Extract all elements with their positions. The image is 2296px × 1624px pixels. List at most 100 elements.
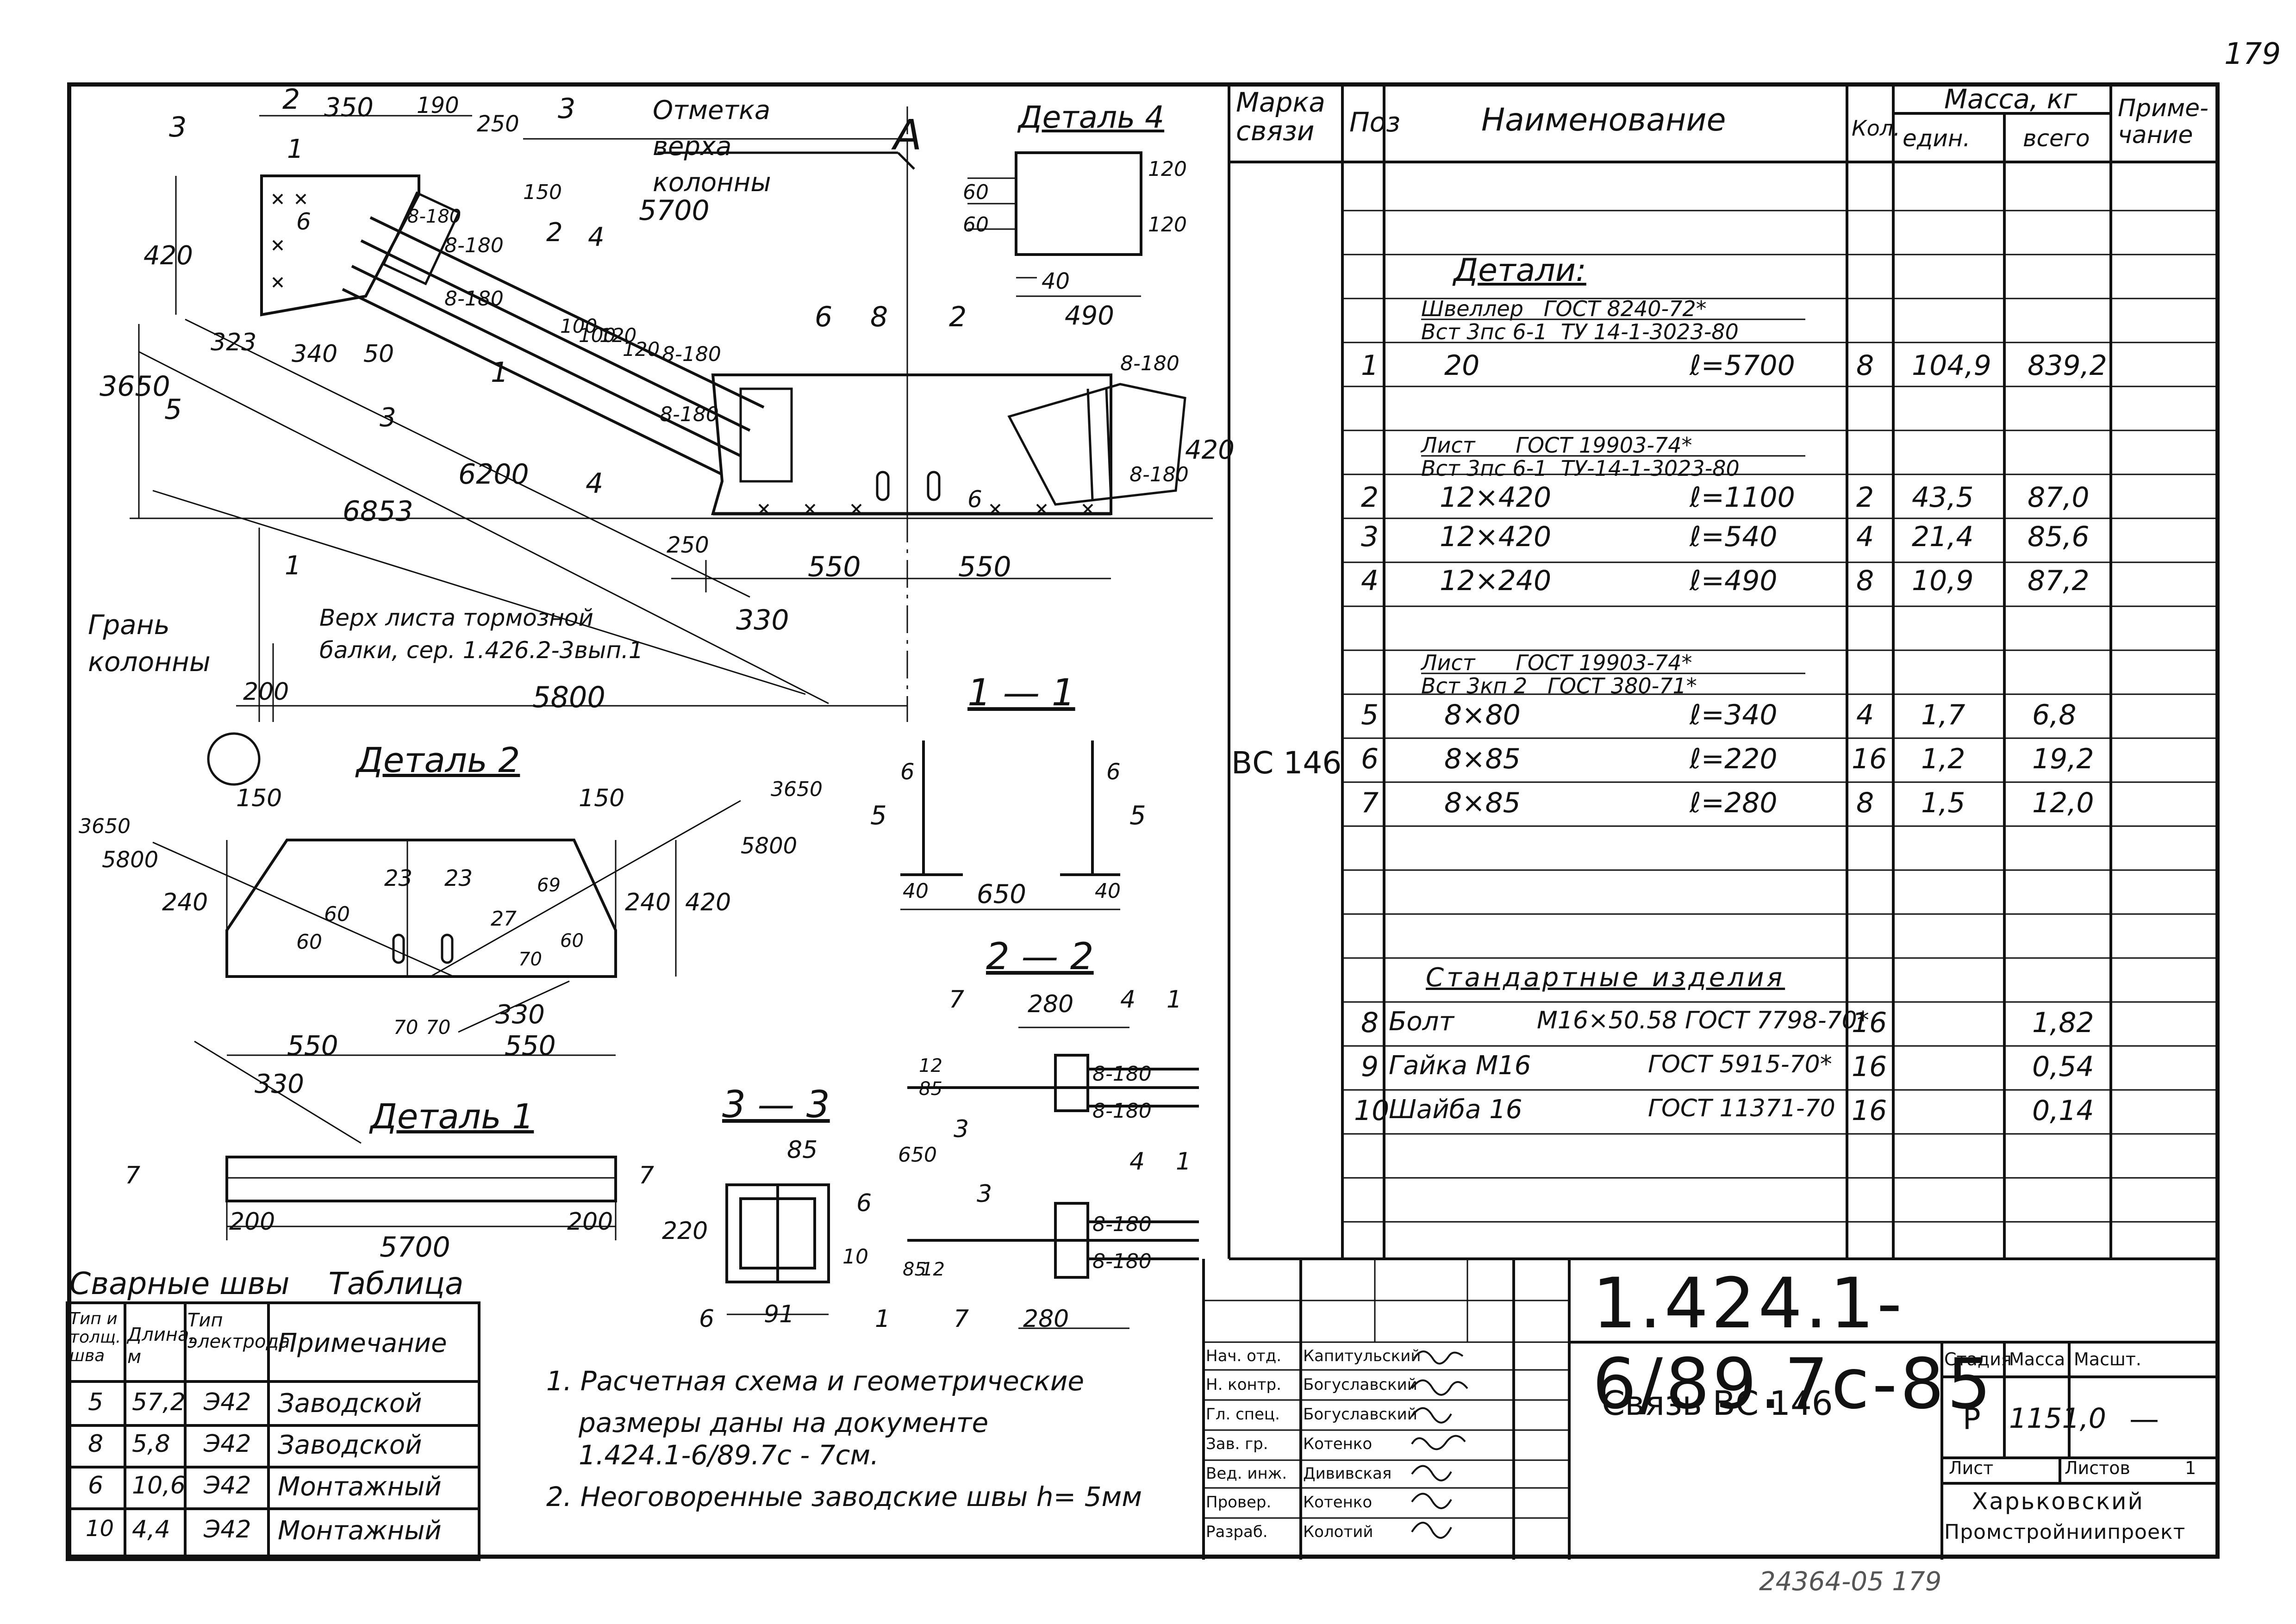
spec-pos: 9: [1361, 1051, 1379, 1083]
spec-pos: 6: [1361, 743, 1379, 775]
weld-label: 8-180: [1092, 1062, 1152, 1086]
dim-100: 100: [560, 315, 598, 337]
role-name: Богуславский: [1303, 1405, 1417, 1424]
mass-label: Масса: [2009, 1349, 2065, 1369]
spec-name: 12×420: [1440, 521, 1552, 553]
spec-pos: 8: [1361, 1007, 1379, 1039]
section-cut-mark: 2: [546, 218, 563, 248]
weld-length: 5,8: [132, 1430, 170, 1458]
dim-label: 150: [579, 784, 625, 812]
spec-total-mass: 87,0: [2028, 481, 2090, 514]
dim-5700: 5700: [639, 194, 710, 227]
spec-header-mass: Масса, кг: [1944, 83, 2078, 115]
spec-length: ГОСТ 5915-70*: [1648, 1051, 1832, 1078]
section-cut-mark: 3: [558, 93, 576, 125]
section-cut-mark: 1: [285, 551, 301, 581]
title-block-grid: [1202, 1259, 2220, 1560]
dim-120b: 120: [623, 338, 660, 361]
pos-mark: 3: [169, 111, 187, 143]
spec-length: М16×50.58 ГОСТ 7798-70*: [1537, 1007, 1869, 1034]
title-block-rows: [1204, 1259, 1569, 1519]
pos-mark: 1: [1176, 1148, 1192, 1176]
pos-mark: 6: [699, 1305, 715, 1333]
spec-group-line: Лист ГОСТ 19903-74*: [1421, 433, 1692, 458]
dim-label: 60: [963, 213, 989, 236]
spec-table-grid: [1228, 82, 2220, 1260]
pos-mark: 4: [1120, 986, 1136, 1014]
spec-length: ℓ=5700: [1690, 349, 1795, 382]
role-label: Провер.: [1206, 1493, 1272, 1512]
spec-qty: 16: [1852, 1095, 1887, 1127]
section-1-1-drawing: [900, 740, 1120, 910]
dim-330: 330: [736, 604, 789, 636]
pos-mark: 6: [815, 301, 833, 333]
dim-50: 50: [363, 340, 394, 368]
spec-unit-mass: 10,9: [1912, 565, 1974, 597]
weld-type: 5: [88, 1388, 104, 1416]
dim-label: 60: [296, 930, 322, 954]
weld-length: 4,4: [132, 1516, 170, 1543]
dim-label: 240: [162, 889, 208, 916]
drawing-frame: [67, 82, 2220, 1559]
dim-label: 120: [1148, 213, 1187, 236]
dim-6853: 6853: [343, 495, 413, 528]
dim-323: 323: [211, 329, 257, 356]
weld-length: 57,2: [132, 1388, 186, 1416]
dim-label: 120: [1148, 157, 1187, 181]
spec-length: ГОСТ 11371-70: [1648, 1095, 1835, 1122]
dim-label: 23: [444, 865, 473, 891]
detail4-title: Деталь 4: [1018, 100, 1165, 135]
sheets-value: 1: [2185, 1458, 2196, 1478]
weld-label: 8-180: [1120, 352, 1179, 375]
dim-label: 7: [125, 1162, 141, 1189]
dim-label: 40: [1095, 879, 1121, 903]
dim-label: 220: [662, 1217, 708, 1245]
role-label: Зав. гр.: [1206, 1435, 1268, 1453]
pos-mark: 7: [954, 1305, 969, 1333]
detail1-drawing: [225, 1156, 617, 1240]
spec-name: 8×80: [1444, 699, 1521, 731]
weld-note: Монтажный: [278, 1472, 442, 1502]
spec-unit-mass: 1,2: [1921, 743, 1965, 775]
spec-header-pos: Поз: [1349, 106, 1400, 138]
dim-label: 5800: [741, 833, 798, 859]
weld-table-header: Тип и толщ. шва: [69, 1309, 121, 1365]
dim-label: 70: [393, 1016, 418, 1039]
spec-name: Гайка М16: [1389, 1051, 1531, 1081]
pos-mark: 6: [856, 1189, 872, 1217]
scale-value: —: [2129, 1402, 2159, 1437]
section-cut-mark: 4: [588, 222, 605, 252]
dim-100b: 100: [579, 324, 616, 347]
dim-label: 650: [977, 879, 1026, 909]
note-line: размеры даны на документе: [579, 1407, 989, 1438]
weld-note: Заводской: [278, 1388, 422, 1419]
weld-note: Монтажный: [278, 1516, 442, 1546]
note-line: 2. Неоговоренные заводские швы h= 5мм: [546, 1481, 1142, 1512]
section-1-1-title: 1 — 1: [967, 671, 1075, 714]
weld-type: 8: [88, 1430, 104, 1458]
dim-label: 40: [903, 879, 929, 903]
stage-label: Стадия: [1944, 1349, 2012, 1369]
role-name: Богуславский: [1303, 1375, 1417, 1394]
dim-label: 23: [384, 865, 413, 891]
weld-table-header: Длина, м: [127, 1324, 195, 1368]
spec-total-mass: 839,2: [2028, 349, 2107, 382]
spec-total-mass: 0,54: [2032, 1051, 2094, 1083]
pos-mark: 1: [875, 1305, 891, 1333]
spec-name: 20: [1444, 349, 1480, 382]
weld-label: 8-180: [1092, 1213, 1152, 1236]
channel-edge-mid1: [360, 239, 751, 432]
dim-label: 550: [287, 1030, 338, 1061]
gusset-plate-left: [260, 174, 420, 317]
spec-qty: 2: [1856, 481, 1874, 514]
spec-pos: 1: [1361, 349, 1379, 382]
spec-name: Болт: [1389, 1007, 1454, 1037]
section-3-3-title: 3 — 3: [722, 1083, 830, 1126]
weld-electrode: Э42: [204, 1516, 251, 1543]
dim-250b: 250: [667, 532, 709, 558]
dim-label: 85: [787, 1136, 818, 1164]
spec-header-name: Наименование: [1481, 102, 1726, 138]
weld-length: 10,6: [132, 1472, 186, 1500]
spec-length: ℓ=490: [1690, 565, 1778, 597]
